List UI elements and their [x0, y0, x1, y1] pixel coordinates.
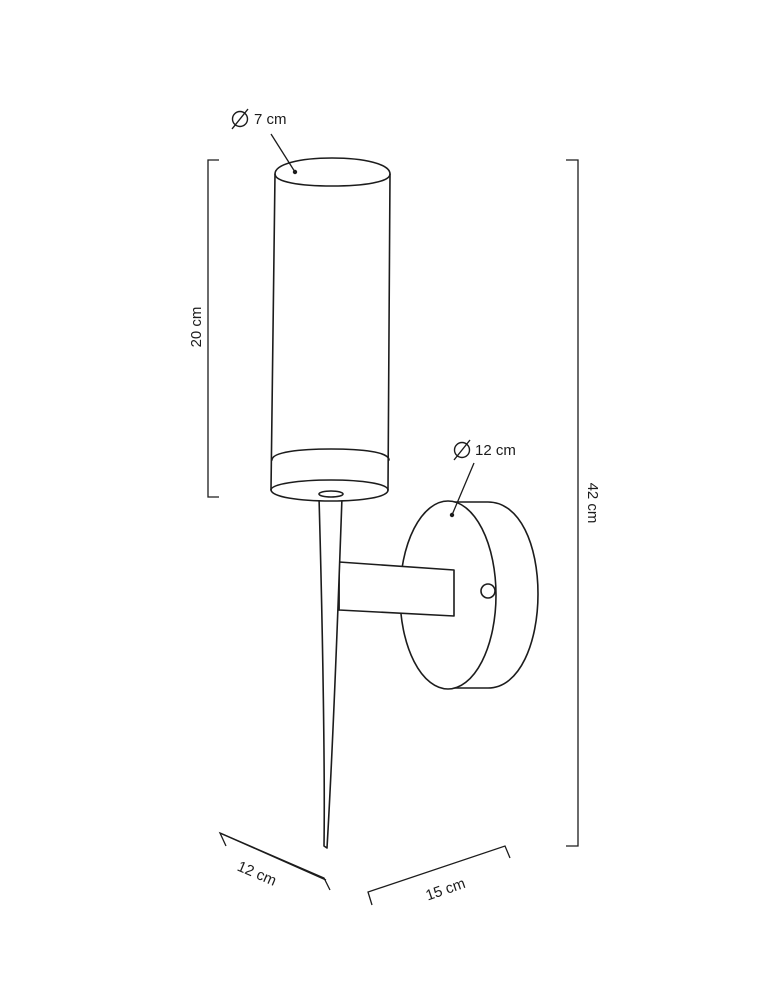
depth-text: 12 cm: [235, 858, 279, 890]
stem-body: [318, 496, 343, 849]
total-height-text: 42 cm: [584, 483, 601, 524]
shade-height-text: 20 cm: [188, 307, 205, 348]
arm-body: [338, 561, 455, 617]
diameter-icon: [453, 439, 471, 461]
shade-top-rim: [274, 173, 391, 187]
leader-shade-diameter: [270, 133, 298, 175]
dimension-depth: [218, 831, 331, 891]
dimension-shade-height: [207, 159, 219, 498]
shade: [270, 157, 391, 502]
stem: [318, 496, 343, 849]
diameter-icon: [231, 108, 249, 130]
arm: [338, 561, 455, 617]
label-shade-diameter: 7 cm: [231, 108, 287, 130]
stem-socket: [318, 490, 344, 498]
wall-plate-screw-hole: [480, 583, 496, 599]
dimension-total-height: [566, 159, 579, 847]
base-diameter-text: 12 cm: [475, 442, 516, 459]
shade-diameter-text: 7 cm: [254, 111, 287, 128]
dimension-width: [367, 845, 511, 906]
leader-base-diameter: [449, 462, 475, 518]
width-text: 15 cm: [423, 875, 467, 904]
wall-plate: [399, 500, 539, 690]
label-base-diameter: 12 cm: [453, 439, 516, 461]
shade-bottom-band: [271, 448, 390, 461]
